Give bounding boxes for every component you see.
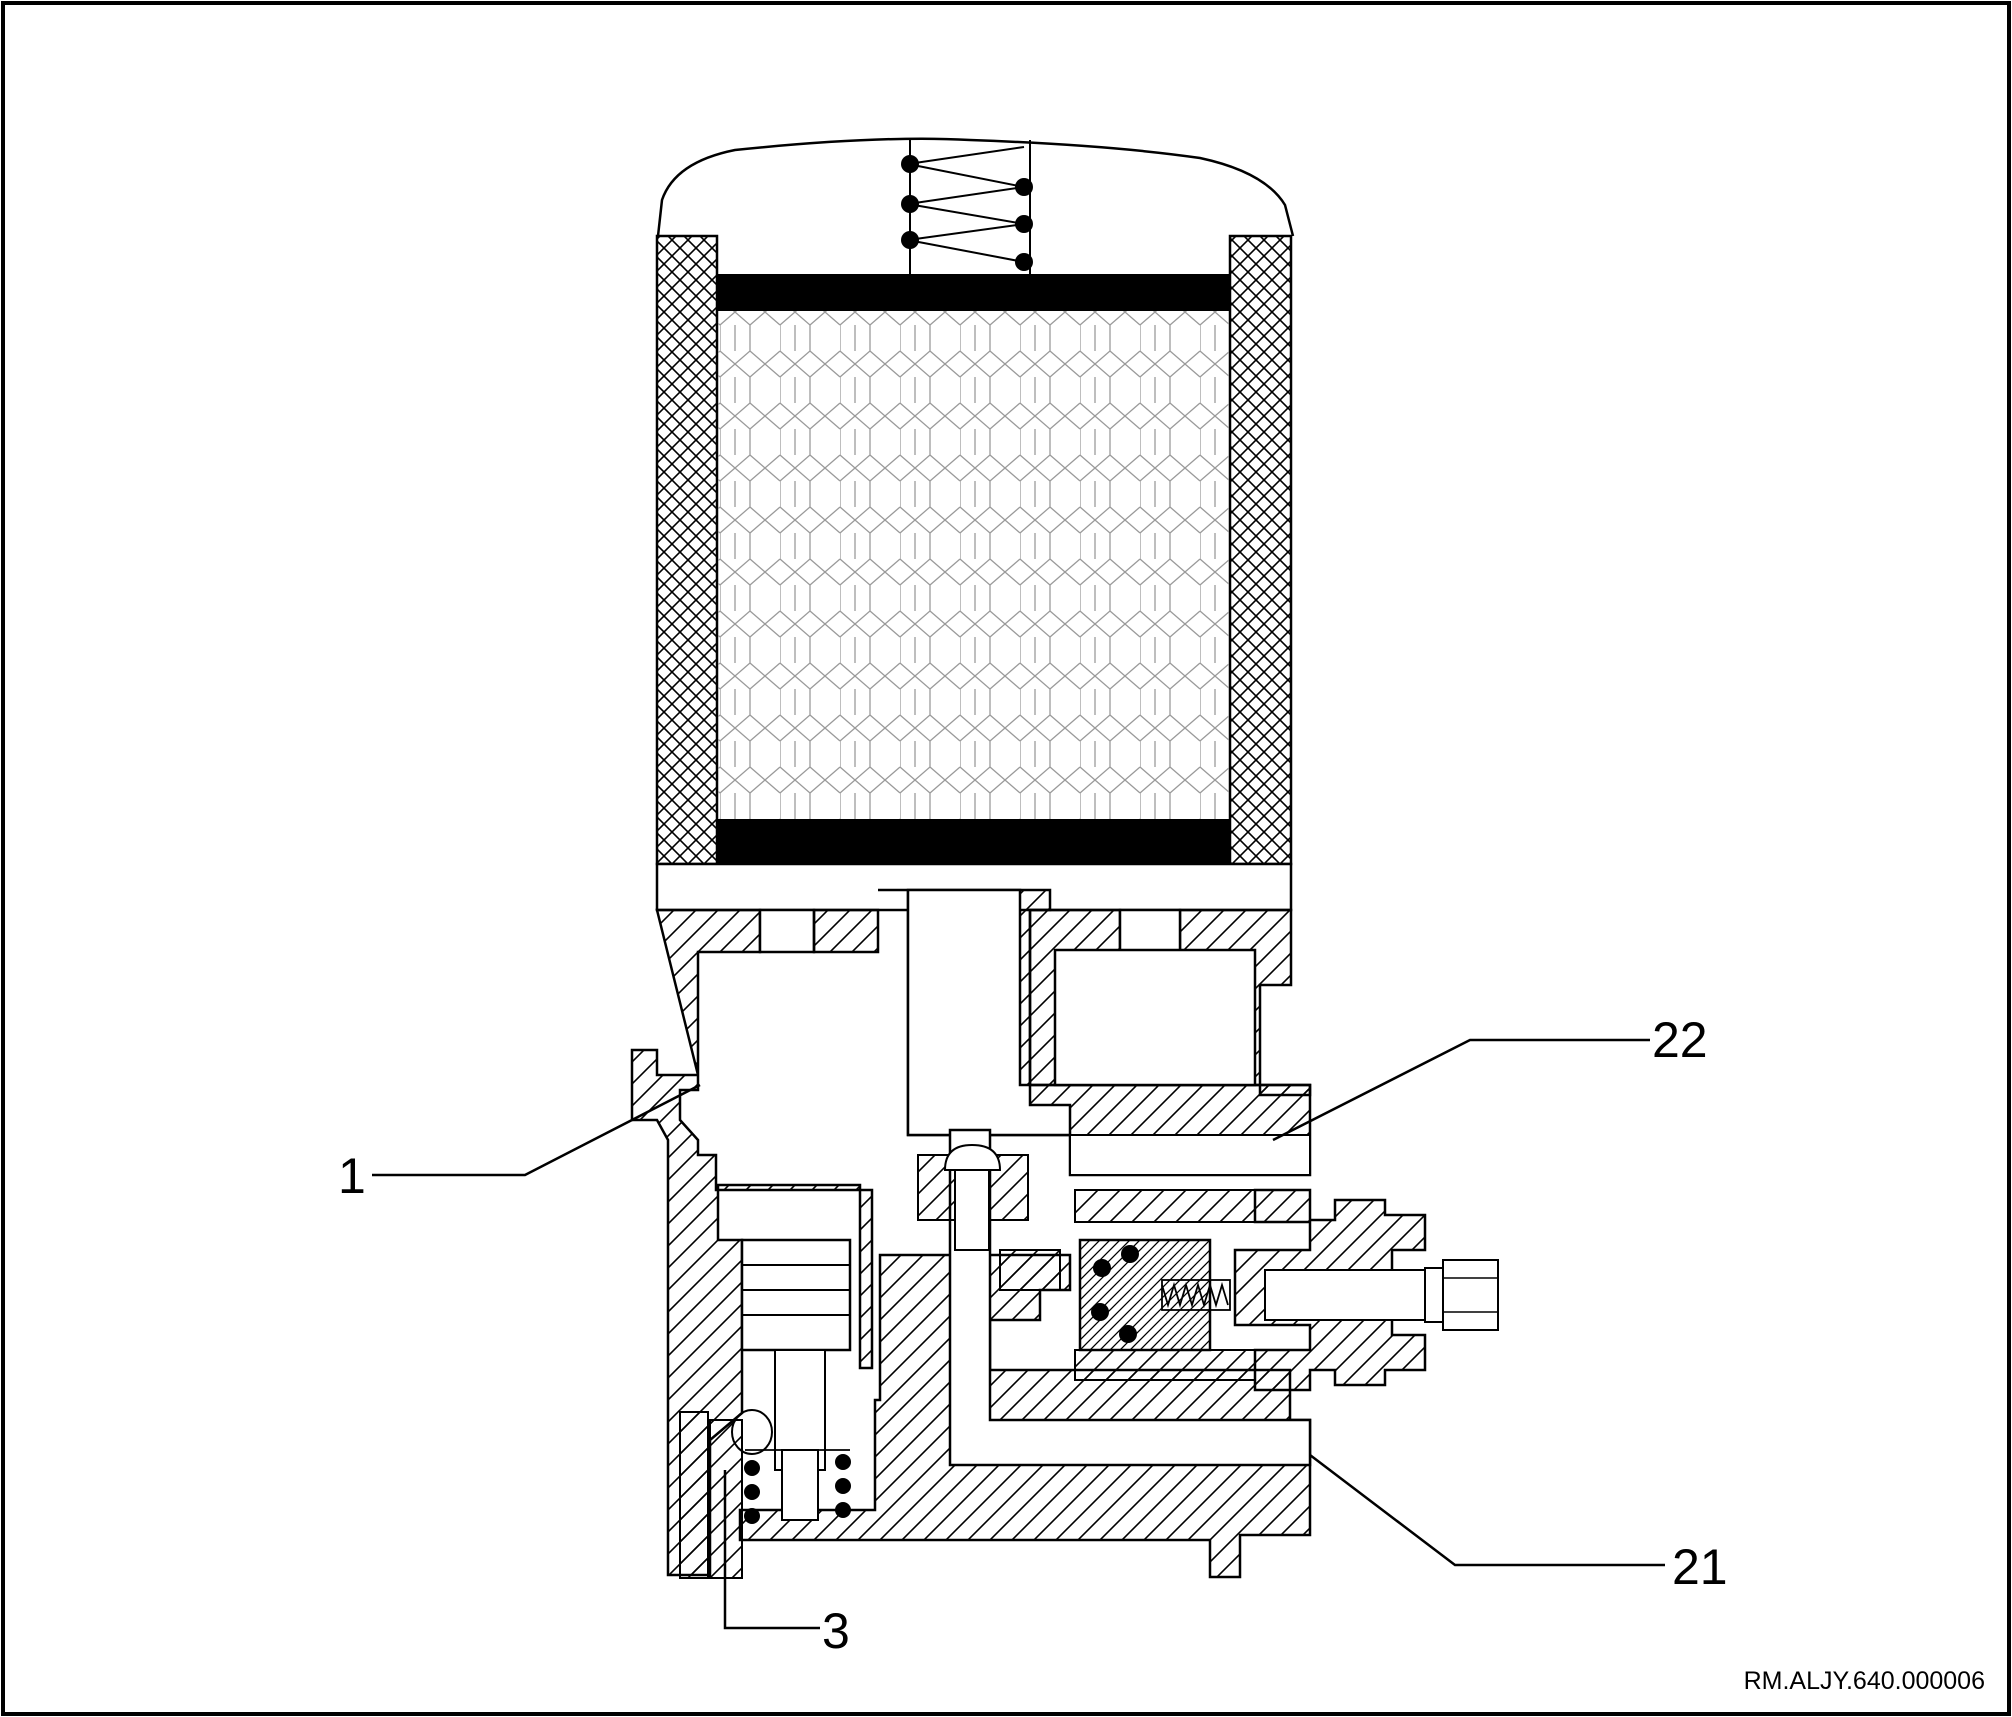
adjusting-screw-assembly [1233, 1188, 1499, 1392]
valve-housing [630, 888, 1499, 1579]
housing-top-segment-a [758, 908, 816, 954]
leader-lines [372, 1038, 1665, 1630]
piston-housing-top [1074, 1189, 1256, 1223]
leader-1 [372, 1083, 701, 1177]
canister-wall-left [655, 234, 719, 866]
top-retainer-plate [717, 274, 1230, 310]
document-id: RM.ALJY.640.000006 [1744, 1667, 1985, 1695]
right-top-segment [1118, 908, 1182, 954]
bottom-retainer-plate [717, 820, 1230, 864]
leader-22 [1272, 1038, 1650, 1142]
piston-block [1078, 1238, 1212, 1352]
piston-housing-bottom [1074, 1349, 1256, 1381]
canister-wall-right [1228, 234, 1293, 866]
canister-dome [656, 137, 1295, 237]
desiccant-canister [655, 137, 1295, 912]
desiccant-bed [716, 309, 1231, 821]
valve-spring [1161, 1281, 1229, 1309]
check-valve [917, 1143, 1061, 1291]
callout-22: 22 [1652, 1012, 1708, 1068]
leader-21 [1309, 1454, 1665, 1567]
canister-spring [901, 140, 1033, 274]
outlet-passage-22 [1069, 1134, 1311, 1176]
callout-3: 3 [822, 1603, 850, 1659]
leader-3 [723, 1470, 820, 1630]
housing-top-segment-b [812, 908, 880, 954]
callout-21: 21 [1672, 1539, 1728, 1595]
right-upper-chamber [1053, 948, 1257, 1087]
callout-1: 1 [338, 1148, 366, 1204]
